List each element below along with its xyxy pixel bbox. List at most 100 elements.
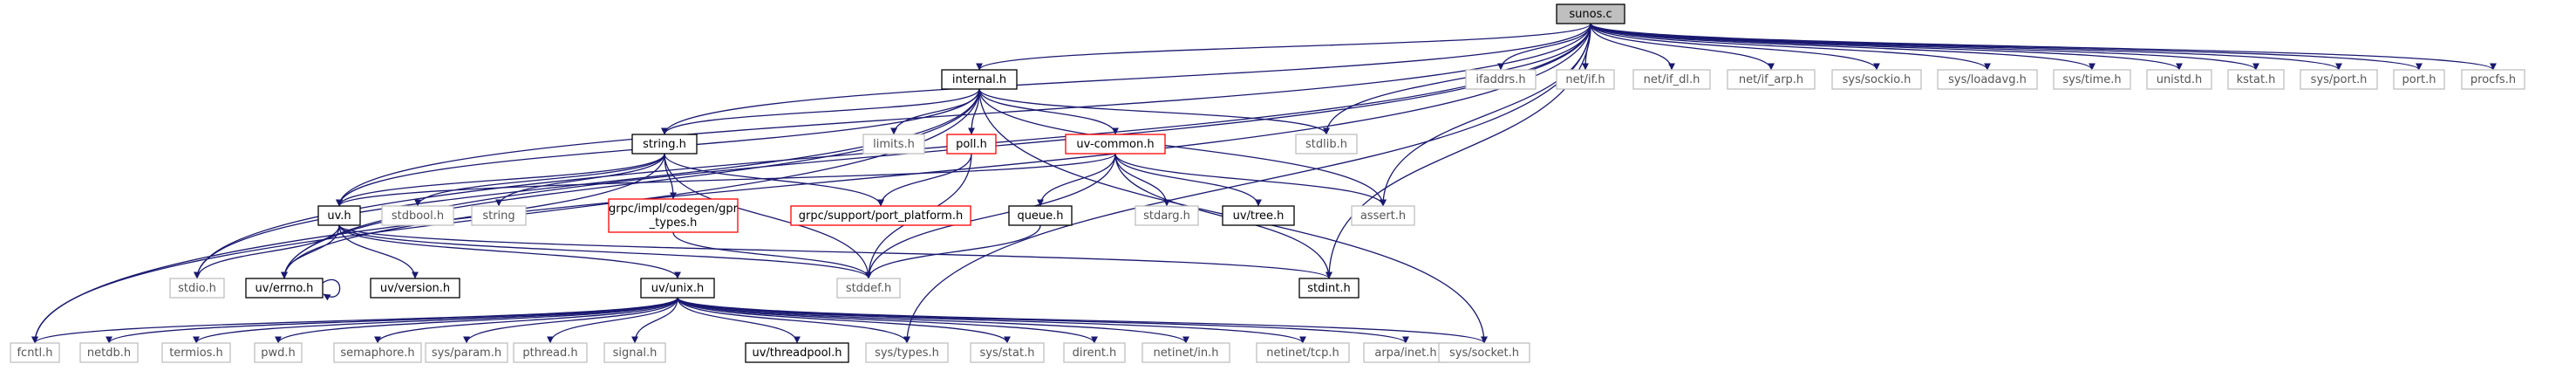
edge-uv_h-to-uv_unix_h: [338, 224, 681, 279]
edge-uv_unix_h-to-netdb_h: [106, 297, 678, 344]
node-string-h[interactable]: string.h: [631, 134, 698, 155]
edge-sunos_c-to-procfs_h: [1590, 23, 2497, 71]
node-internal-h[interactable]: internal.h: [941, 69, 1018, 90]
edge-uv_unix_h-to-netinet_tcp_h: [677, 297, 1306, 344]
node-pthread-h: pthread.h: [513, 342, 588, 363]
edge-sunos_c-to-sys_sockio_h: [1590, 23, 1880, 71]
node-label: sys/stat.h: [980, 347, 1035, 360]
node-label: sys/port.h: [2311, 73, 2368, 86]
node-label: net/if_arp.h: [1739, 73, 1803, 86]
node-fcntl-h: fcntl.h: [10, 342, 60, 363]
edge-uv_h-to-uv_version_h: [338, 224, 419, 279]
edge-queue_h-to-stddef_h: [865, 224, 1041, 279]
node-uv-errno-h[interactable]: uv/errno.h: [245, 278, 324, 299]
edge-sunos_c-to-net_if_arp_h: [1590, 23, 1775, 71]
node-label: net/if.h: [1565, 73, 1605, 86]
edge-uv_unix_h-to-semaphore_h: [374, 297, 678, 344]
node-box: [1937, 69, 2038, 90]
edge-internal_h-to-stdio_h: [194, 88, 980, 279]
node-uv-version-h[interactable]: uv/version.h: [370, 278, 460, 299]
node-uv-common-h[interactable]: uv-common.h: [1065, 134, 1166, 155]
node-box: [631, 134, 698, 155]
node-string: string: [471, 205, 527, 226]
node-uv-h[interactable]: uv.h: [317, 205, 361, 226]
node-stdio-h: stdio.h: [169, 278, 225, 299]
node-uv-tree-h[interactable]: uv/tree.h: [1222, 205, 1295, 226]
node-stdint-h[interactable]: stdint.h: [1298, 278, 1360, 299]
node-box: [317, 205, 361, 226]
node-dirent-h: dirent.h: [1063, 342, 1126, 363]
node-uv-threadpool-h[interactable]: uv/threadpool.h: [745, 342, 849, 363]
edge-sunos_c-to-assert_h: [1380, 23, 1591, 207]
node-label: stdint.h: [1307, 282, 1350, 295]
node-box: [471, 205, 527, 226]
edge-sunos_c-to-internal_h: [976, 23, 1591, 71]
edge-uv_h-to-stdint_h: [338, 224, 1332, 279]
node-box: [2393, 69, 2445, 90]
edge-uv_unix_h-to-sys_types_h: [677, 297, 910, 344]
edge-uv_h-to-stddef_h: [338, 224, 872, 279]
node-uv-unix-h[interactable]: uv/unix.h: [640, 278, 715, 299]
node-label: fcntl.h: [17, 347, 52, 360]
node-unistd-h: unistd.h: [2146, 69, 2212, 90]
node-grpc-gpr-types-h[interactable]: grpc/impl/codegen/gpr_types.h: [608, 198, 739, 233]
edge-poll_h-to-grpc_port_platform_h: [877, 153, 972, 207]
node-label: uv/threadpool.h: [752, 347, 842, 360]
edge-uv_common_h-to-queue_h: [1037, 153, 1116, 207]
edge-string_h-to-stddef_h: [664, 153, 872, 279]
node-box: [161, 342, 231, 363]
node-box: [1351, 205, 1415, 226]
node-label: string: [482, 210, 515, 223]
node-poll-h[interactable]: poll.h: [946, 134, 997, 155]
edge-sunos_c-to-sys_types_h: [903, 23, 1591, 344]
node-box: [254, 342, 303, 363]
node-label: grpc/impl/codegen/gpr: [609, 203, 739, 216]
node-label: kstat.h: [2237, 73, 2276, 86]
node-label: stdarg.h: [1143, 210, 1190, 223]
edge-string_h-to-grpc_port_platform_h: [664, 153, 884, 207]
node-label: unistd.h: [2157, 73, 2203, 86]
node-arpa-inet-h: arpa/inet.h: [1363, 342, 1448, 363]
edge-uv_common_h-to-assert_h: [1114, 153, 1387, 207]
node-label: uv.h: [327, 210, 351, 223]
node-box: [1295, 134, 1358, 155]
node-label: stdio.h: [178, 282, 216, 295]
node-signal-h: signal.h: [603, 342, 666, 363]
node-label: stdbool.h: [392, 210, 444, 223]
node-label: netinet/in.h: [1154, 347, 1219, 360]
node-box: [2146, 69, 2212, 90]
edge-uv_unix_h-to-uv_threadpool_h: [677, 297, 801, 344]
node-box: [1135, 205, 1199, 226]
edge-grpc_gpr_types_h-to-stddef_h: [672, 231, 872, 279]
edge-uv_unix_h-to-sys_socket_h: [677, 297, 1488, 344]
node-label: grpc/support/port_platform.h: [799, 210, 963, 223]
edge-sunos_c-to-fcntl_h: [31, 23, 1591, 344]
edge-sunos_c-to-string_h: [661, 23, 1591, 135]
node-label: pthread.h: [522, 347, 577, 360]
node-label: signal.h: [613, 347, 658, 360]
node-box: [1831, 69, 1922, 90]
node-box: [946, 134, 997, 155]
node-box: [1465, 69, 1537, 90]
node-label: uv-common.h: [1076, 138, 1154, 151]
node-grpc-port-platform-h[interactable]: grpc/support/port_platform.h: [790, 205, 971, 226]
node-netinet-tcp-h: netinet/tcp.h: [1256, 342, 1350, 363]
edge-sunos_c-to-unistd_h: [1590, 23, 2183, 71]
node-sys-time-h: sys/time.h: [2053, 69, 2131, 90]
node-queue-h[interactable]: queue.h: [1008, 205, 1073, 226]
edge-uv_unix_h-to-netinet_in_h: [677, 297, 1189, 344]
edge-uv_unix_h-to-sys_stat_h: [677, 297, 1011, 344]
node-sunos-c[interactable]: sunos.c: [1556, 3, 1625, 24]
node-assert-h: assert.h: [1351, 205, 1415, 226]
node-box: [333, 342, 422, 363]
node-box: [836, 278, 901, 299]
node-box: [608, 198, 739, 233]
edge-internal_h-to-assert_h: [978, 88, 1387, 207]
node-sys-param-h: sys/param.h: [425, 342, 508, 363]
node-termios-h: termios.h: [161, 342, 231, 363]
node-netdb-h: netdb.h: [79, 342, 139, 363]
node-stddef-h: stddef.h: [836, 278, 901, 299]
node-label: stdlib.h: [1305, 138, 1347, 151]
node-net-if-arp-h: net/if_arp.h: [1727, 69, 1816, 90]
node-box: [1298, 278, 1360, 299]
